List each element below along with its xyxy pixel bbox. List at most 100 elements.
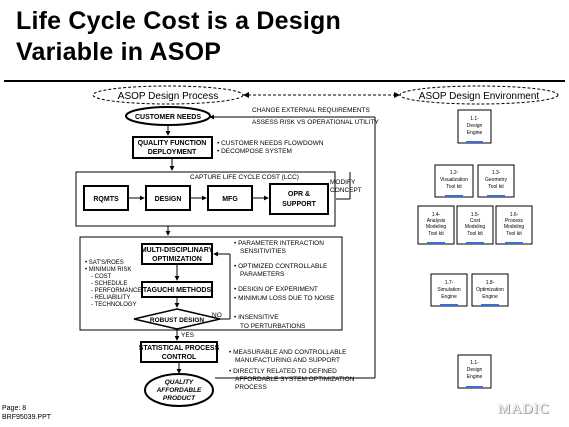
- taguchi-note: • DESIGN OF EXPERIMENT: [234, 286, 318, 293]
- slide-footer: Page: 8 BRF95039.PPT: [2, 404, 51, 422]
- module-id: 1.1-: [470, 360, 479, 366]
- module-id: 1.6-: [510, 212, 519, 218]
- module-name: Visualization: [440, 177, 468, 183]
- module-name: Tool kit: [428, 231, 444, 237]
- module-cost-toolkit: 1.5- Cost Modeling Tool kit: [456, 205, 494, 245]
- quality-label-line-2: AFFORDABLE: [156, 387, 202, 394]
- module-bar: [481, 304, 499, 306]
- criteria-item: - RELIABILITY: [91, 295, 130, 301]
- module-name: Design: [467, 123, 483, 129]
- module-name: Design: [467, 367, 483, 373]
- criteria-item: - TECHNOLOGY: [91, 302, 137, 308]
- module-name: Simulation: [437, 287, 461, 293]
- module-bar: [466, 242, 484, 244]
- module-id: 1.5-: [471, 212, 480, 218]
- module-bar: [445, 195, 463, 197]
- file-name: BRF95039.PPT: [2, 414, 52, 421]
- mdo-note: • PARAMETER INTERACTION: [234, 240, 324, 247]
- module-name: Tool kit: [467, 231, 483, 237]
- criteria-list: • SAT'S/ROES • MINIMUM RISK - COST - SCH…: [85, 260, 141, 308]
- mdo-note: • OPTIMIZED CONTROLLABLE: [234, 263, 328, 270]
- module-bar: [427, 242, 445, 244]
- module-id: 1.8-: [486, 280, 495, 286]
- criteria-item: - PERFORMANCE: [91, 288, 141, 294]
- module-analysis-toolkit: 1.4- Analysis Modeling Tool kit: [417, 205, 455, 245]
- mdo-note: PARAMETERS: [240, 271, 285, 278]
- page-number: Page: 8: [2, 405, 27, 412]
- qfd-note-1: • CUSTOMER NEEDS FLOWDOWN: [217, 140, 324, 147]
- process-header-label: ASOP Design Process: [118, 91, 218, 102]
- assess-risk-label: ASSESS RISK VS OPERATIONAL UTILITY: [252, 119, 379, 126]
- header-link-arrow-right: [394, 92, 400, 98]
- environment-modules: 1.1- Design Engine 1.2- Visualization To…: [417, 109, 533, 389]
- modify-label-line-1: MODIFY: [330, 179, 356, 186]
- module-name: Optimization: [476, 287, 504, 293]
- module-visualization-toolkit: 1.2- Visualization Tool kit: [434, 164, 474, 198]
- criteria-item: • SAT'S/ROES: [85, 260, 124, 266]
- spc-note: • DIRECTLY RELATED TO DEFINED: [229, 368, 337, 375]
- mdo-label-line-2: OPTIMIZATION: [152, 256, 202, 263]
- qfd-label-line-1: QUALITY FUNCTION: [138, 140, 207, 147]
- qfd-note-2: • DECOMPOSE SYSTEM: [217, 148, 292, 155]
- module-name: Modeling: [465, 224, 486, 230]
- module-id: 1.7-: [445, 280, 454, 286]
- environment-header-label: ASOP Design Environment: [419, 91, 540, 102]
- process-header: ASOP Design Process: [92, 85, 244, 105]
- mdo-note: SENSITIVITIES: [240, 248, 287, 255]
- module-process-toolkit: 1.6- Process Modeling Tool kit: [495, 205, 533, 245]
- title-line-2: Variable in ASOP: [16, 38, 222, 66]
- module-name: Tool kit: [446, 184, 462, 190]
- title-line-1: Life Cycle Cost is a Design: [16, 7, 341, 35]
- no-label: NO: [212, 312, 222, 319]
- slide-title: Life Cycle Cost is a Design Variable in …: [16, 6, 556, 68]
- modify-label-line-2: CONCEPT: [330, 187, 362, 194]
- module-design-engine: 1.1- Design Engine: [457, 109, 492, 144]
- header-link-arrow-left: [243, 92, 249, 98]
- stage-design: [145, 185, 191, 211]
- module-id: 1.3-: [492, 170, 501, 176]
- module-name: Tool kit: [488, 184, 504, 190]
- module-name: Process: [505, 218, 524, 224]
- module-id: 1.2-: [450, 170, 459, 176]
- stage-opr-label-line-2: SUPPORT: [282, 201, 317, 208]
- spc-note: MANUFACTURING AND SUPPORT: [235, 357, 340, 364]
- module-bar: [466, 386, 483, 388]
- insensitive-note-2: TO PERTURBATIONS: [240, 323, 306, 330]
- criteria-item: • MINIMUM RISK: [85, 267, 131, 273]
- module-bar: [440, 304, 458, 306]
- quality-label-line-3: PRODUCT: [163, 395, 196, 402]
- criteria-item: - SCHEDULE: [91, 281, 127, 287]
- module-name: Engine: [482, 294, 498, 300]
- module-id: 1.1-: [470, 116, 479, 122]
- robust-design-label: ROBUST DESIGN: [150, 317, 204, 324]
- stage-design-label: DESIGN: [155, 196, 182, 203]
- stage-mfg: [207, 185, 253, 211]
- module-id: 1.4-: [432, 212, 441, 218]
- module-bar: [487, 195, 505, 197]
- stage-rqmts: [83, 185, 129, 211]
- spc-label-line-1: STATISTICAL PROCESS: [139, 345, 220, 352]
- mdo-label-line-1: MULTI-DISCIPLINARY: [141, 247, 214, 254]
- stage-opr-label-line-1: OPR &: [288, 191, 310, 198]
- module-name: Engine: [467, 130, 483, 136]
- module-bar: [466, 141, 483, 143]
- stage-rqmts-label: RQMTS: [93, 196, 119, 203]
- customer-needs-label: CUSTOMER NEEDS: [135, 114, 201, 121]
- module-optimization-engine: 1.8- Optimization Engine: [471, 273, 509, 307]
- stage-mfg-label: MFG: [222, 196, 238, 203]
- module-name: Modeling: [426, 224, 447, 230]
- taguchi-label: TAGUCHI METHODS: [143, 287, 212, 294]
- module-name: Engine: [441, 294, 457, 300]
- spc-note: PROCESS: [235, 384, 267, 391]
- module-design-engine-bottom: 1.1- Design Engine: [457, 354, 492, 389]
- module-name: Modeling: [504, 224, 525, 230]
- module-simulation-engine: 1.7- Simulation Engine: [430, 273, 468, 307]
- yes-label: YES: [181, 332, 195, 339]
- spc-label-line-2: CONTROL: [162, 354, 197, 361]
- spc-note: • MEASURABLE AND CONTROLLABLE: [229, 349, 347, 356]
- module-name: Cost: [470, 218, 481, 224]
- change-requirements-label: CHANGE EXTERNAL REQUIREMENTS: [252, 107, 371, 114]
- module-bar: [505, 242, 523, 244]
- module-name: Tool kit: [506, 231, 522, 237]
